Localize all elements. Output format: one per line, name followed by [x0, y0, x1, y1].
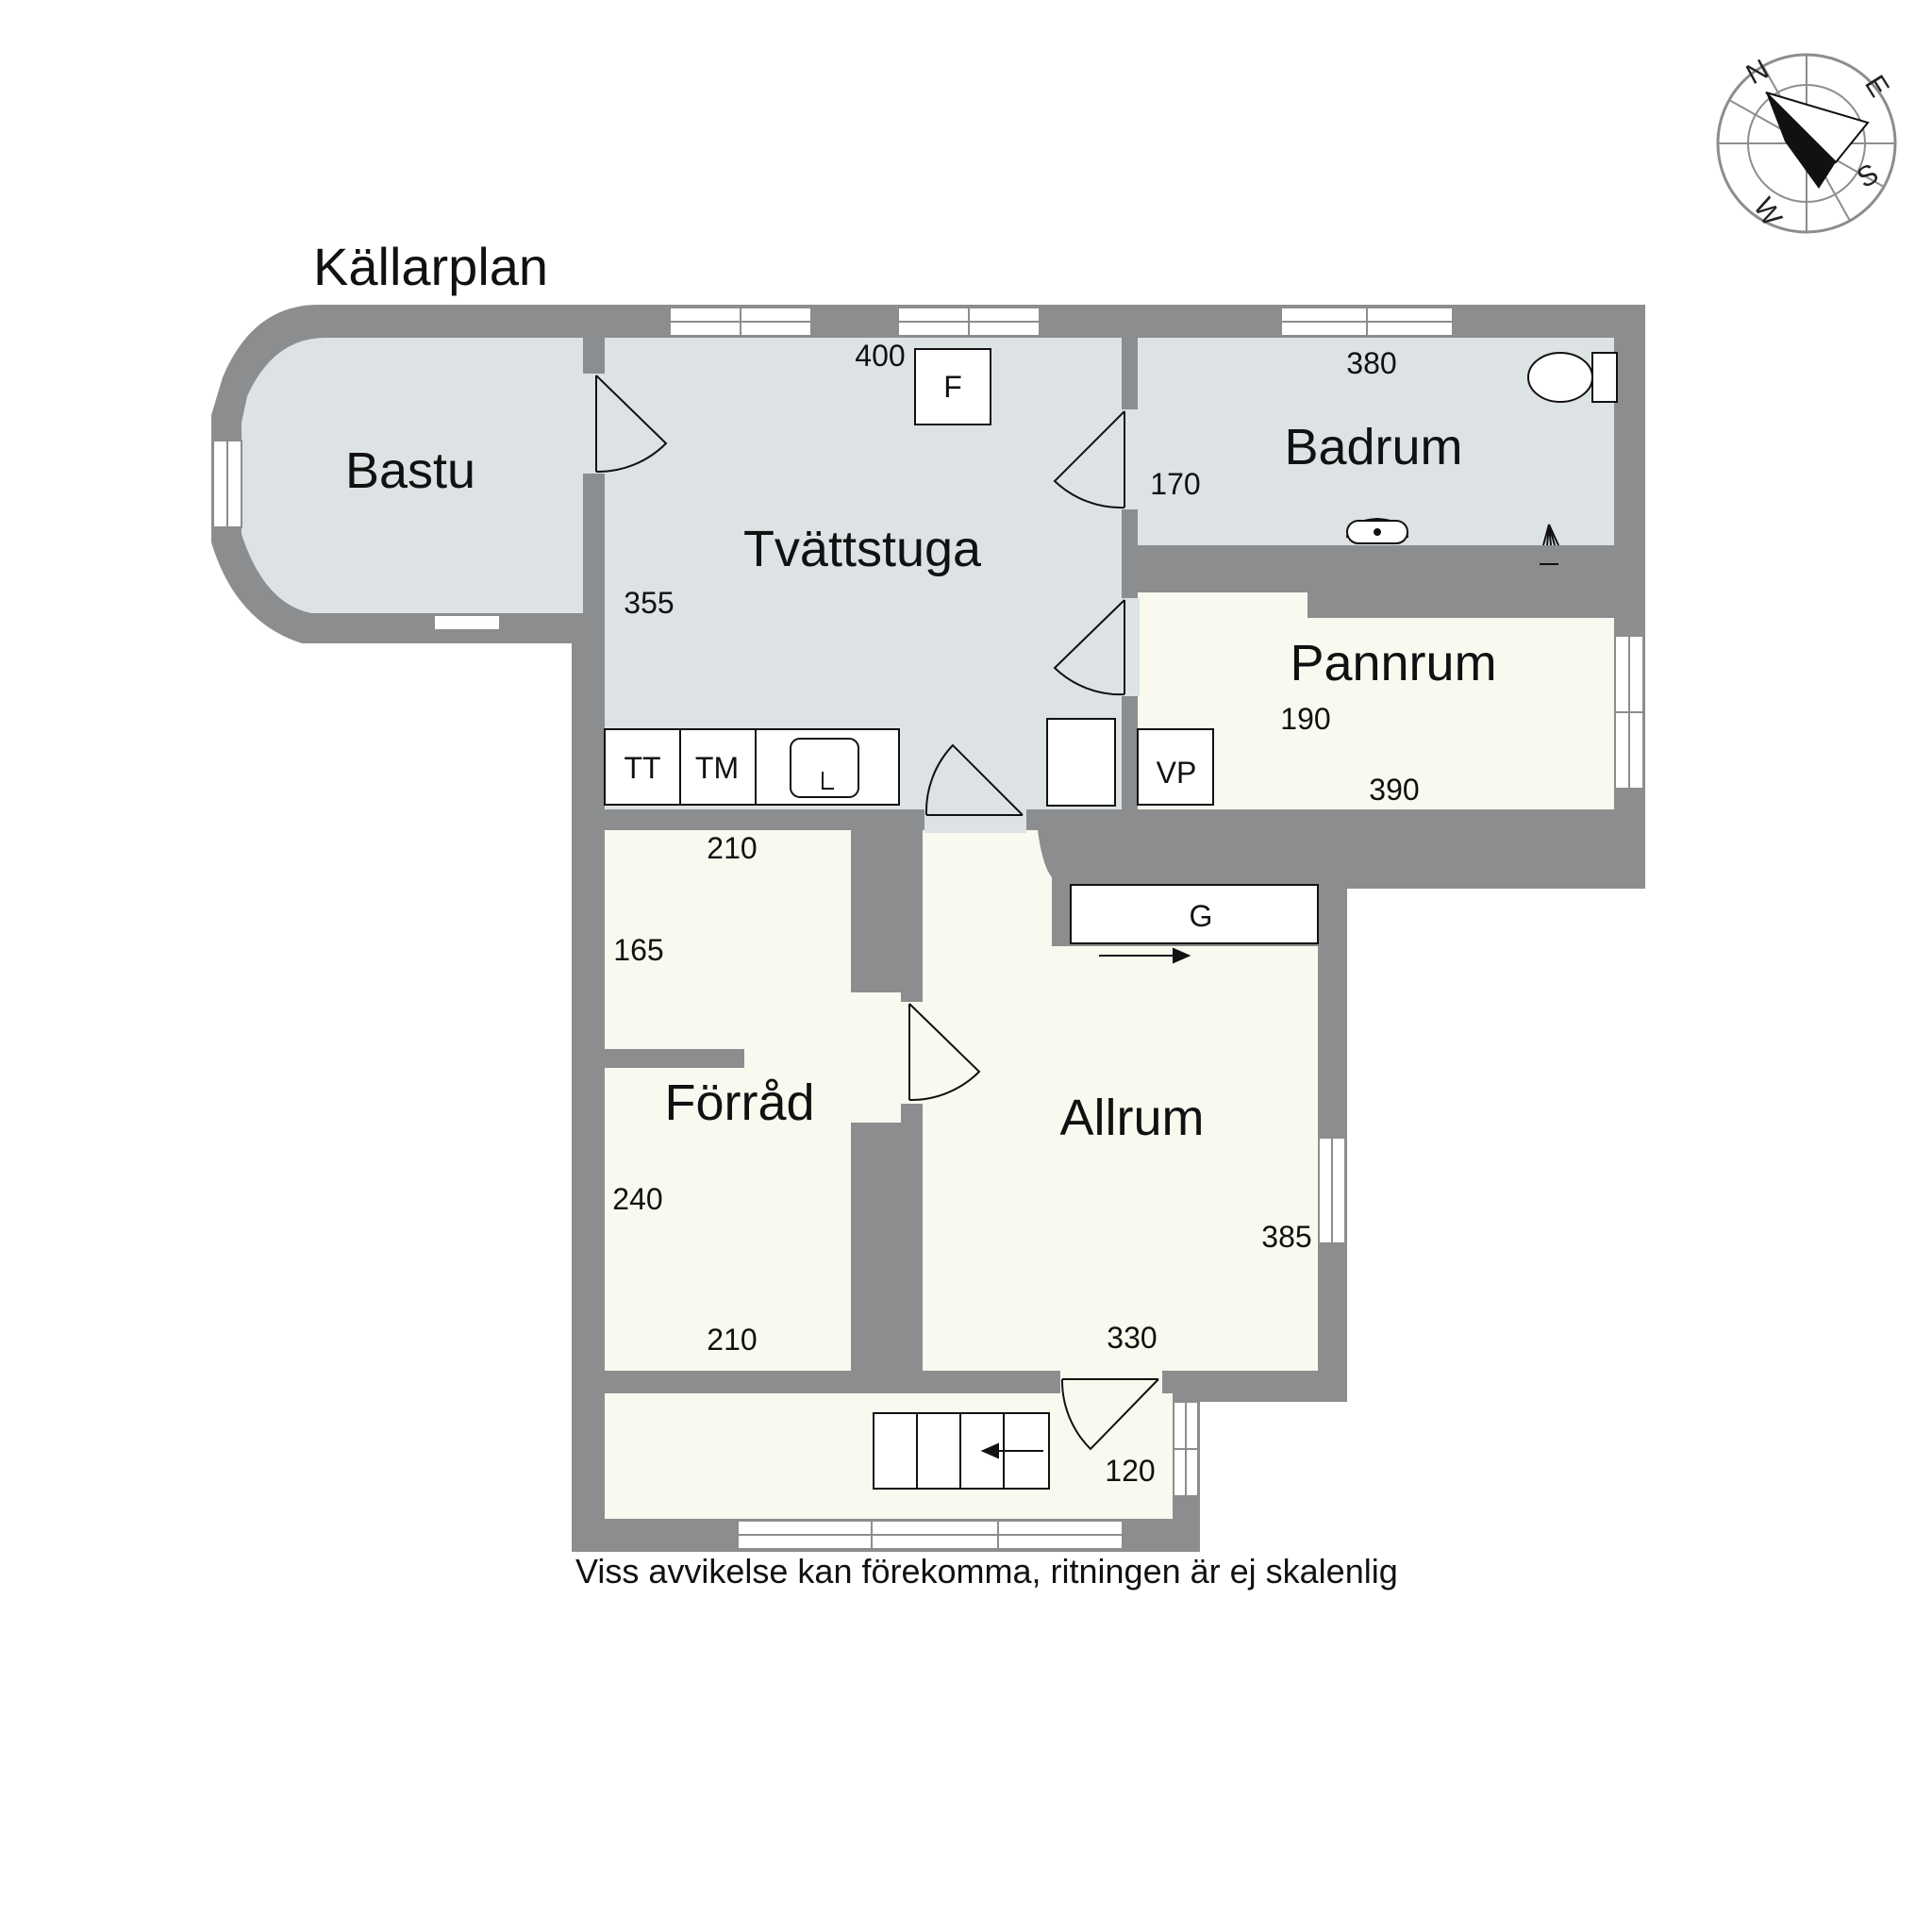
- fixture-f-box: [914, 348, 991, 425]
- dim-pannrum-depth: 190: [1280, 702, 1330, 736]
- arrow-garage: [1099, 947, 1191, 964]
- dim-forrad-top: 210: [707, 831, 757, 865]
- washbasin: [1346, 517, 1408, 544]
- fixture-tm-label: TM: [695, 751, 739, 785]
- sink-tap: [822, 772, 834, 790]
- room-name-forrad: Förråd: [664, 1074, 814, 1131]
- dim-pannrum-width: 390: [1369, 773, 1419, 807]
- door-pannrum: [1053, 599, 1125, 696]
- compass-needle: [1766, 92, 1836, 189]
- room-name-bastu: Bastu: [345, 442, 475, 499]
- arrow-stairs: [980, 1442, 1043, 1459]
- window-hall-east: [1173, 1401, 1199, 1497]
- bastu-floor: [242, 338, 583, 613]
- dim-forrad-lower-depth: 240: [612, 1182, 662, 1216]
- door-hall: [1060, 1378, 1159, 1451]
- dim-badrum-width: 380: [1346, 346, 1396, 380]
- fixture-vp-box: [1137, 728, 1214, 806]
- fixture-f-label: F: [943, 370, 962, 404]
- plan-title: Källarplan: [313, 237, 548, 296]
- pannrum-floor: [1138, 592, 1614, 809]
- room-fills: [242, 338, 1614, 1519]
- room-name-allrum: Allrum: [1059, 1090, 1204, 1146]
- room-name-tvattstuga: Tvättstuga: [743, 521, 982, 577]
- room-name-badrum: Badrum: [1284, 419, 1462, 475]
- fixture-g-box: [1070, 884, 1319, 944]
- dim-allrum-depth: 385: [1261, 1220, 1311, 1254]
- compass: N E S W: [1716, 53, 1897, 234]
- window-tvattstuga-1: [669, 307, 812, 337]
- windows: [212, 307, 1644, 1550]
- fixture-tt-box: [604, 728, 681, 806]
- fixture-vp-label: VP: [1157, 756, 1197, 790]
- toilet: [1527, 352, 1618, 403]
- allrum-floor: [923, 830, 1318, 1371]
- door-forrad: [908, 1003, 981, 1102]
- window-bastu-south: [433, 614, 501, 631]
- sink-basin: [790, 738, 859, 798]
- door-tvattstuga-south: [924, 743, 1024, 816]
- dim-tvattstuga-depth: 355: [624, 586, 674, 620]
- room-name-pannrum: Pannrum: [1290, 635, 1496, 691]
- window-badrum: [1280, 307, 1454, 337]
- window-hall-south: [737, 1520, 1124, 1550]
- forrad-floor: [605, 830, 901, 1371]
- window-tvattstuga-2: [897, 307, 1041, 337]
- arrows: [980, 947, 1191, 1459]
- door-bastu: [595, 375, 668, 474]
- dim-allrum-width: 330: [1107, 1321, 1157, 1355]
- fixtures: [604, 348, 1618, 944]
- fixture-tm-box: [679, 728, 757, 806]
- disclaimer: Viss avvikelse kan förekomma, ritningen …: [575, 1552, 1398, 1591]
- window-pannrum: [1614, 635, 1644, 790]
- dim-forrad-upper-depth: 165: [613, 933, 663, 967]
- fixture-tt-label: TT: [624, 751, 660, 785]
- drain-icon: [1540, 524, 1559, 565]
- fixture-g-label: G: [1190, 899, 1213, 933]
- window-bastu-west: [212, 440, 242, 528]
- door-badrum: [1053, 410, 1125, 509]
- dim-tvattstuga-width: 400: [855, 339, 905, 373]
- dim-forrad-bottom: 210: [707, 1323, 757, 1357]
- window-allrum: [1318, 1137, 1346, 1244]
- doors: [595, 375, 1159, 1451]
- cabinet-box: [1046, 718, 1116, 807]
- dim-badrum-depth: 170: [1150, 467, 1200, 501]
- dim-hall: 120: [1105, 1454, 1155, 1488]
